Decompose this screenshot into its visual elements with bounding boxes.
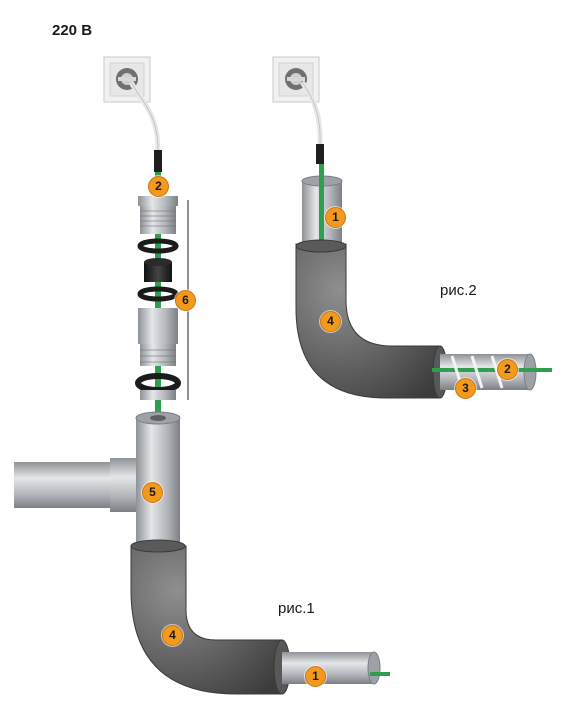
callout-badge-fig2-3: 3 (455, 378, 476, 399)
fig1-power-socket (103, 56, 151, 103)
fig2-cable-sleeve (316, 144, 324, 164)
voltage-label: 220 В (52, 22, 93, 39)
callout-badge-fig2-1: 1 (325, 207, 346, 228)
fig1-power-cord-edge (130, 81, 159, 151)
fig1-insulation-elbow (130, 545, 283, 695)
figure-caption-1: рис.1 (278, 600, 315, 617)
fig1-pipe-end (282, 652, 374, 684)
callout-badge-fig1-5: 5 (142, 482, 163, 503)
fig1-insulation-top-face (130, 539, 186, 553)
figure-caption-2: рис.2 (440, 282, 477, 299)
callout-badge-fig1-6: 6 (175, 290, 196, 311)
callout-badge-fig1-4: 4 (162, 625, 183, 646)
fig2-insulation-top-face (295, 239, 347, 253)
callout-badge-fig2-2: 2 (497, 359, 518, 380)
fig1-pipe-end-face (367, 651, 381, 685)
callout-badge-fig1-1: 1 (305, 666, 326, 687)
fig2-heating-cable-top (319, 164, 324, 248)
callout-badge-fig1-2: 2 (148, 176, 169, 197)
fig2-insulation-elbow (295, 243, 441, 399)
fig1-cable-sleeve (154, 150, 162, 172)
fig1-tee-fitting (110, 411, 181, 544)
fig1-cable-gland (135, 196, 181, 400)
fig2-power-cord-edge (301, 81, 321, 145)
callout-badge-fig2-4: 4 (320, 311, 341, 332)
